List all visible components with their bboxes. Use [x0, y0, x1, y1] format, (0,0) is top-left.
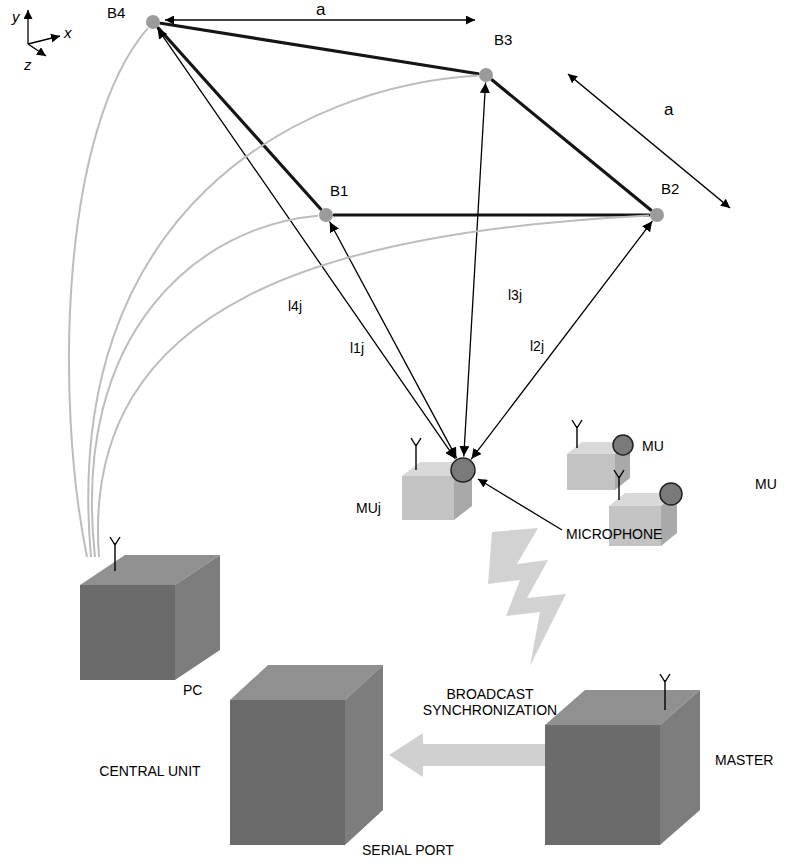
frame-line: [334, 213, 649, 216]
cable-wire: [88, 75, 478, 557]
x-axis: [28, 36, 60, 44]
beacon-node: B3: [478, 67, 494, 83]
axis-label: y: [12, 8, 20, 25]
beacon-dot: [146, 15, 160, 29]
beacon-node: B1: [318, 207, 334, 223]
box-front-face: [567, 454, 615, 490]
block-arrow: [389, 733, 547, 777]
box-front-face: [545, 725, 660, 845]
distance-label: l2j: [528, 338, 546, 354]
y-axis: [27, 10, 28, 44]
frame-line: [158, 28, 320, 209]
text-label: BROADCAST SYNCHRONIZATION: [405, 686, 575, 718]
box-front-face: [230, 700, 345, 845]
z-axis: [28, 44, 46, 56]
axis-triad: [28, 10, 60, 56]
beacon-dot: [319, 208, 333, 222]
box-side-face: [660, 690, 700, 845]
microphone-symbol: [451, 458, 475, 482]
device-label: MASTER: [715, 752, 773, 768]
device-label: MUj: [356, 500, 381, 516]
node-shape: [649, 207, 665, 223]
device-label: MU: [755, 476, 777, 492]
device-label: MU: [642, 438, 664, 454]
antenna-symbol: [110, 537, 120, 571]
cable-wire: [69, 28, 148, 557]
device-box: MUj: [398, 448, 483, 528]
device-box: MASTER: [540, 680, 710, 850]
axis-label: z: [24, 56, 32, 73]
beacon-label: B4: [107, 4, 125, 21]
microphone-symbol: [613, 435, 633, 455]
box-front-face: [402, 476, 454, 520]
distance-label: l1j: [348, 340, 366, 356]
beacon-dot: [650, 208, 664, 222]
distance-label: l3j: [506, 287, 524, 303]
box-front-face: [80, 585, 175, 680]
node-shape: [478, 67, 494, 83]
antenna-symbol: [660, 674, 670, 710]
node-shape: [145, 14, 161, 30]
cable-wire: [98, 215, 649, 557]
leader-arrow: [478, 479, 562, 530]
beacon-label: B3: [494, 31, 512, 48]
node-shape: [565, 428, 645, 498]
device-box: PC: [225, 660, 385, 850]
node-shape: [75, 535, 225, 685]
distance-arrow: [464, 83, 486, 456]
device-box: MU: [565, 428, 645, 498]
beacon-label: B1: [330, 182, 348, 199]
link-label: SERIAL PORT: [362, 842, 454, 858]
device-label: PC: [183, 682, 202, 698]
beacon-dot: [479, 68, 493, 82]
beacon-node: B2: [649, 207, 665, 223]
distance-arrow: [471, 221, 652, 458]
box-side-face: [345, 665, 383, 845]
node-shape: [398, 448, 483, 528]
microphone-symbol: [660, 483, 682, 505]
device-box: CENTRAL UNIT: [75, 535, 225, 685]
distance-label: l4j: [286, 298, 304, 314]
antenna-symbol: [411, 438, 421, 470]
frame-line: [161, 23, 478, 73]
beacon-node: B4: [145, 14, 161, 30]
device-label: CENTRAL UNIT: [90, 763, 210, 779]
box-side-face: [175, 555, 220, 680]
text-label: a: [664, 100, 673, 120]
node-shape: [225, 660, 385, 850]
axis-label: x: [64, 24, 72, 41]
cable-wire: [92, 216, 318, 557]
node-shape: [540, 680, 710, 850]
frame-line: [492, 80, 651, 210]
dimension-arrow: [165, 19, 475, 21]
antenna-symbol: [572, 420, 582, 448]
lightning-bolt: [488, 528, 566, 666]
text-label: a: [316, 0, 325, 20]
dimension-arrow: [568, 74, 730, 208]
text-label: MICROPHONE: [566, 526, 662, 542]
antenna-symbol: [614, 470, 624, 500]
beacon-label: B2: [661, 180, 679, 197]
node-shape: [318, 207, 334, 223]
